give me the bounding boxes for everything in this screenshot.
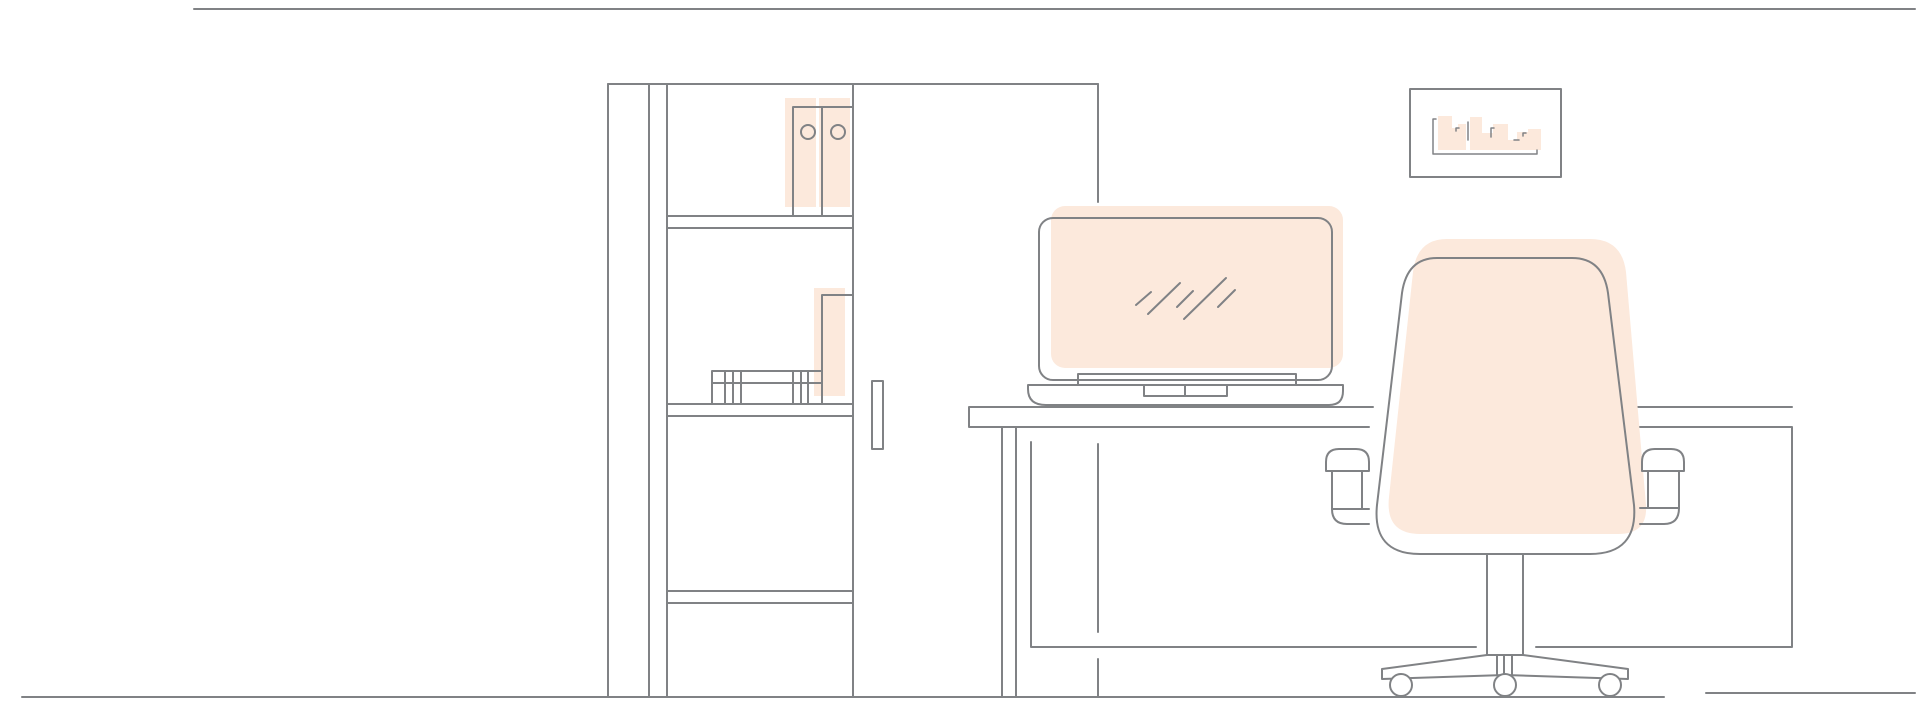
chair-armrest-left [1325, 448, 1370, 525]
line-art-stroke [821, 106, 854, 217]
binders [785, 98, 854, 217]
cabinet-door-handle [871, 380, 884, 450]
stacked-books [711, 370, 823, 405]
line-art-stroke [968, 406, 1374, 428]
line-art-stroke [1030, 441, 1477, 648]
line-art-stroke [1409, 88, 1562, 178]
line-art-stroke [1217, 289, 1236, 308]
line-art-stroke [1331, 508, 1370, 525]
chair-wheel-icon [1389, 673, 1413, 697]
line-art-stroke [1176, 290, 1194, 308]
chair-back [1375, 257, 1636, 555]
line-art-stroke [1325, 448, 1370, 472]
binder-ring-icon [800, 124, 816, 140]
line-art-stroke [1432, 118, 1538, 155]
line-art-stroke [821, 294, 854, 405]
office-chair [1325, 239, 1685, 697]
chair-wheel-icon [1493, 673, 1517, 697]
line-art-stroke [1641, 448, 1685, 472]
chair-wheel-icon [1598, 673, 1622, 697]
chair-armrest-right [1639, 448, 1685, 525]
screen-glare-icon [1135, 277, 1236, 320]
line-art-stroke [1147, 282, 1181, 315]
line-art-stroke [1183, 277, 1227, 320]
shelf [666, 590, 854, 604]
line-art-stroke [1490, 127, 1495, 138]
line-art-stroke [1135, 291, 1152, 306]
line-art-stroke [814, 288, 845, 396]
line-art-stroke [785, 98, 816, 207]
desk [968, 406, 1793, 698]
binder-ring-icon [830, 124, 846, 140]
chair-back-shadow [1388, 239, 1647, 534]
line-art-stroke [1051, 206, 1343, 368]
line-art-stroke [1535, 426, 1793, 648]
line-art-stroke [1455, 127, 1460, 132]
line-art-stroke [711, 370, 823, 405]
line-art-stroke [1522, 132, 1527, 137]
shelf [666, 215, 854, 229]
wall-picture-chart [1409, 88, 1562, 178]
line-art-stroke [1438, 116, 1541, 150]
computer-monitor [1027, 206, 1344, 406]
tall-book [814, 288, 854, 405]
shelf [666, 403, 854, 417]
line-art-stroke [1639, 507, 1680, 525]
line-art-stroke [819, 98, 850, 207]
